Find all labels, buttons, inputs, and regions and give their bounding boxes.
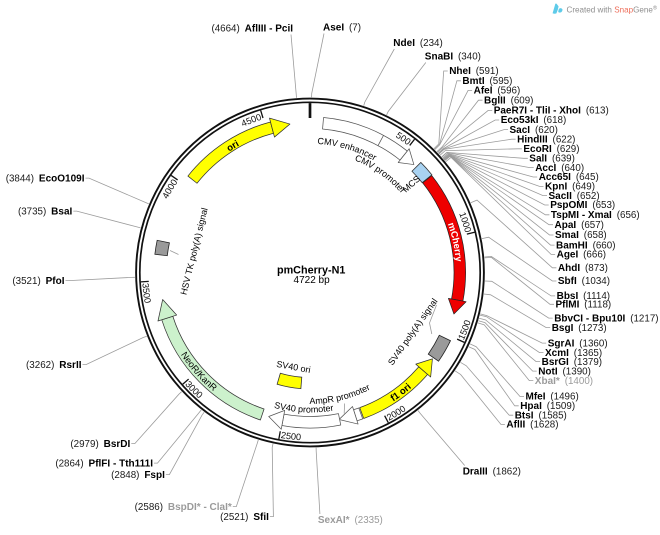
svg-text:(2848) FspI: (2848) FspI [111,470,165,481]
svg-text:PflMI (1118): PflMI (1118) [556,300,612,311]
svg-text:SbfI (1034): SbfI (1034) [558,276,610,287]
svg-text:(3262) RsrII: (3262) RsrII [26,360,82,371]
svg-text:(3844) EcoO109I: (3844) EcoO109I [6,174,85,185]
svg-text:Created with SnapGene®: Created with SnapGene® [567,5,658,15]
svg-text:NdeI (234): NdeI (234) [393,38,442,49]
svg-text:(3521) PfoI: (3521) PfoI [12,276,64,287]
svg-text:AflII (1628): AflII (1628) [506,420,558,431]
svg-text:AseI (7): AseI (7) [323,23,361,34]
svg-text:XbaI* (1400): XbaI* (1400) [535,376,593,387]
svg-text:(2864) PflFI - Tth111I: (2864) PflFI - Tth111I [55,459,153,470]
svg-text:SexAI* (2335): SexAI* (2335) [318,515,383,526]
svg-text:SnaBI (340): SnaBI (340) [425,52,481,63]
svg-text:AgeI (666): AgeI (666) [557,250,606,261]
svg-text:(2586) BspDI* - ClaI*: (2586) BspDI* - ClaI* [135,502,232,513]
svg-text:BsgI (1273): BsgI (1273) [552,323,607,334]
svg-text:0: 0 [296,432,302,442]
svg-text:(2521) SfiI: (2521) SfiI [220,512,269,523]
svg-text:(4664) AflIII - PciI: (4664) AflIII - PciI [211,24,293,35]
svg-text:(2979) BsrDI: (2979) BsrDI [70,439,130,450]
svg-text:4722 bp: 4722 bp [294,275,331,286]
svg-text:DraIII (1862): DraIII (1862) [463,467,521,478]
svg-text:AhdI (873): AhdI (873) [558,263,608,274]
svg-text:(3735) BsaI: (3735) BsaI [18,207,73,218]
